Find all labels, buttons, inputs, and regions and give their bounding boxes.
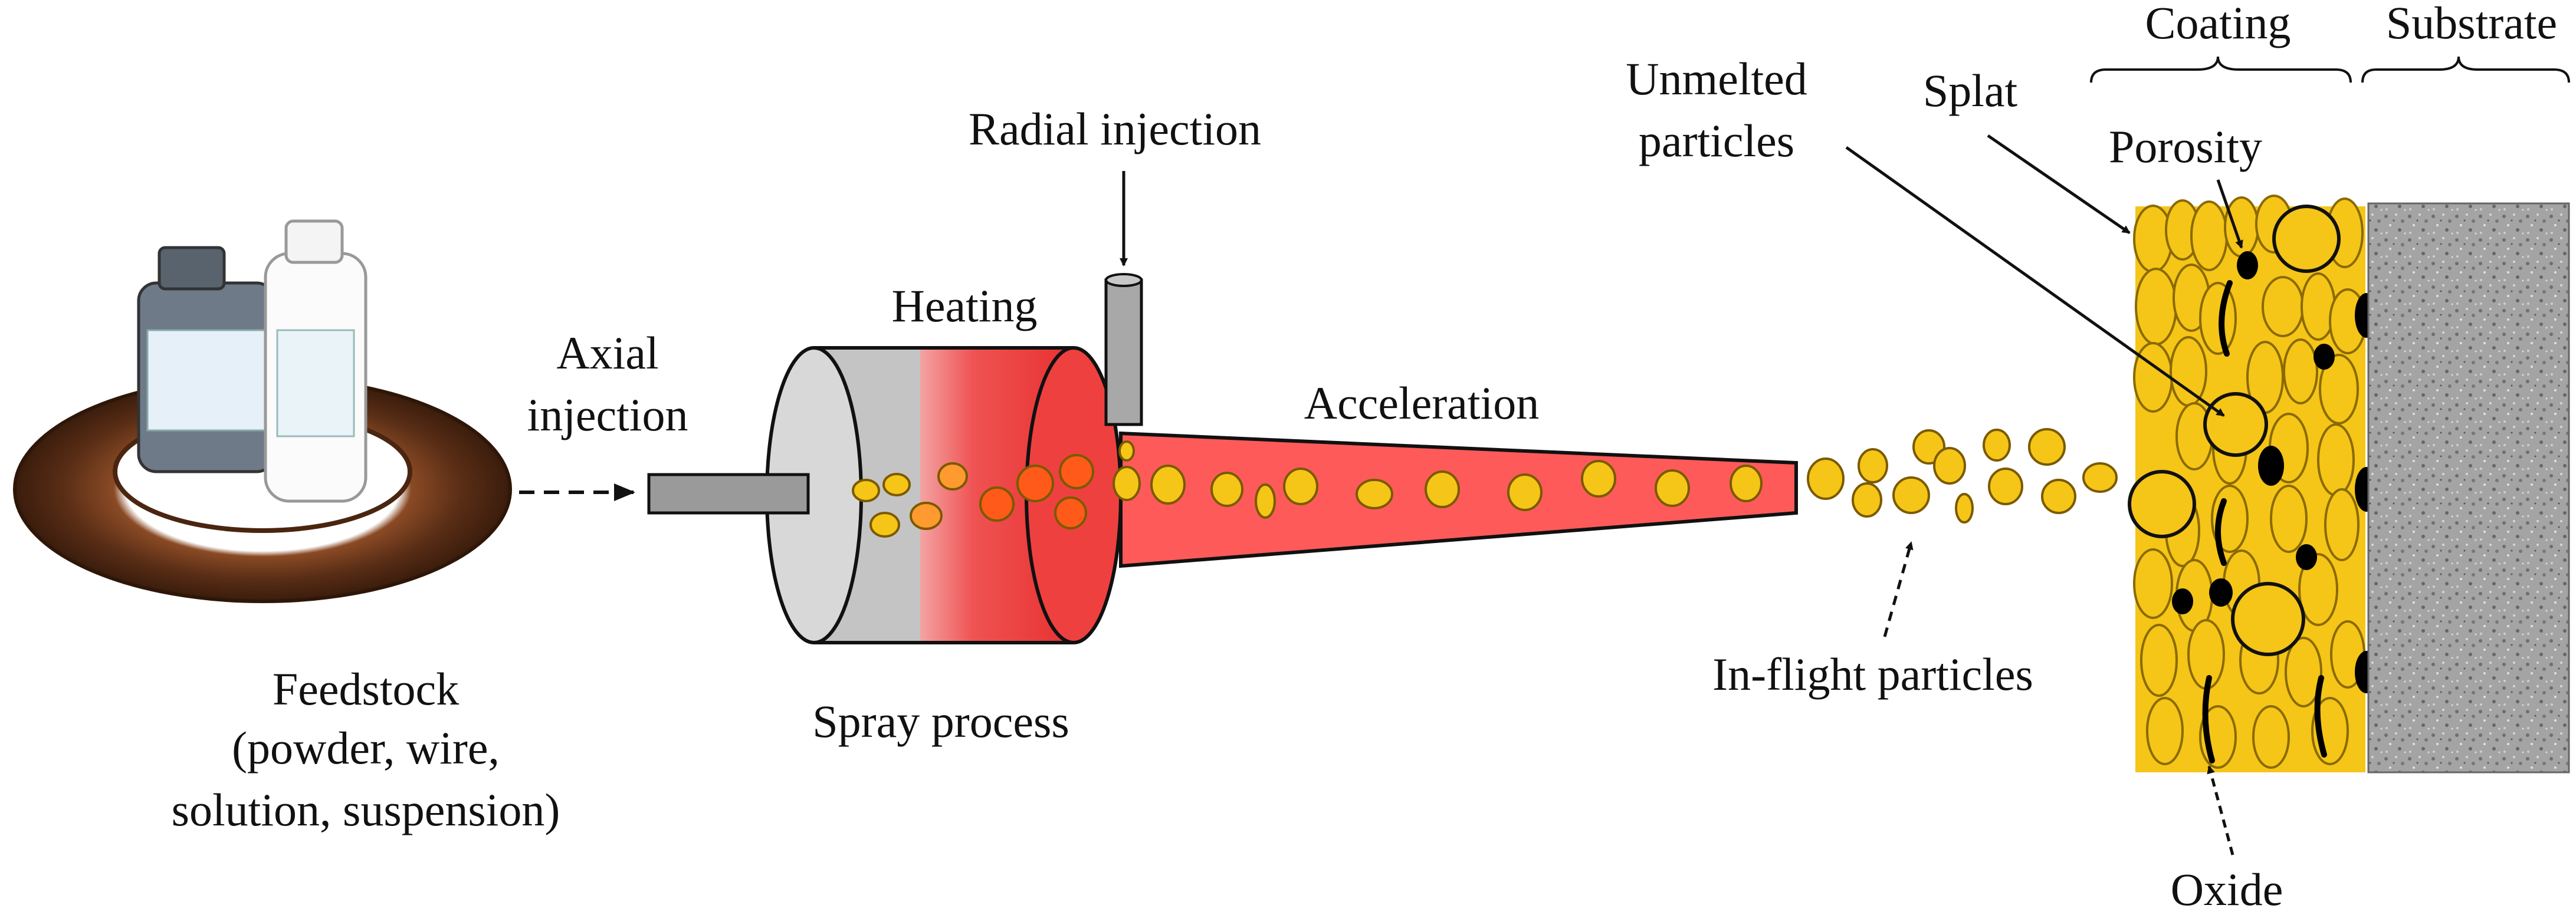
porosity-label: Porosity <box>2109 121 2262 172</box>
feedstock-detail-2: solution, suspension) <box>172 784 560 835</box>
radial-injection-label: Radial injection <box>969 103 1261 154</box>
in-flight-label: In-flight particles <box>1712 649 2033 700</box>
oxide-label: Oxide <box>2171 864 2283 912</box>
unmelted-particle <box>2203 392 2268 457</box>
coating-brace <box>2090 56 2352 83</box>
oxides <box>2202 280 2327 763</box>
bottle-white <box>264 219 367 503</box>
unmelted-particle <box>2231 582 2305 656</box>
axial-label-2: injection <box>527 389 688 440</box>
spray-process-label: Spray process <box>812 696 1069 747</box>
torch-particles <box>852 440 1763 538</box>
feedstock-label: Feedstock <box>273 663 459 715</box>
axial-injection: Axial injection <box>519 327 688 501</box>
unmelted-label-2: particles <box>1639 115 1794 166</box>
porosity-arrow <box>2216 179 2243 249</box>
splat-label: Splat <box>1923 65 2018 116</box>
nozzle-cone <box>1119 431 1798 568</box>
spray-torch: Heating Spray process Acceleration Radia… <box>647 103 1798 747</box>
substrate-label: Substrate <box>2386 0 2557 48</box>
unmelted-label-1: Unmelted <box>1626 53 1807 104</box>
axial-label-1: Axial <box>556 327 658 378</box>
heating-label: Heating <box>892 280 1038 331</box>
substrate-block <box>2367 202 2570 774</box>
unmelted-particle <box>2128 470 2196 538</box>
axial-feed-rod <box>647 473 810 515</box>
pores <box>2172 251 2335 614</box>
unmelted-particle <box>2272 205 2341 273</box>
in-flight-arrow <box>1883 541 1914 637</box>
radial-injector <box>1104 278 1143 426</box>
feedstock-illustration: Feedstock (powder, wire, solution, suspe… <box>13 219 560 835</box>
unmelted-arrow <box>1845 146 2225 417</box>
feedstock-detail-1: (powder, wire, <box>232 722 500 774</box>
oxide-arrow <box>2207 765 2234 855</box>
coating-label: Coating <box>2145 0 2291 48</box>
in-flight-particles <box>1807 428 2118 524</box>
substrate-brace <box>2361 56 2570 83</box>
splat-arrow <box>1987 134 2131 235</box>
acceleration-label: Acceleration <box>1304 377 1539 429</box>
bottle-grey <box>137 246 276 473</box>
coating-layer <box>2128 195 2378 772</box>
